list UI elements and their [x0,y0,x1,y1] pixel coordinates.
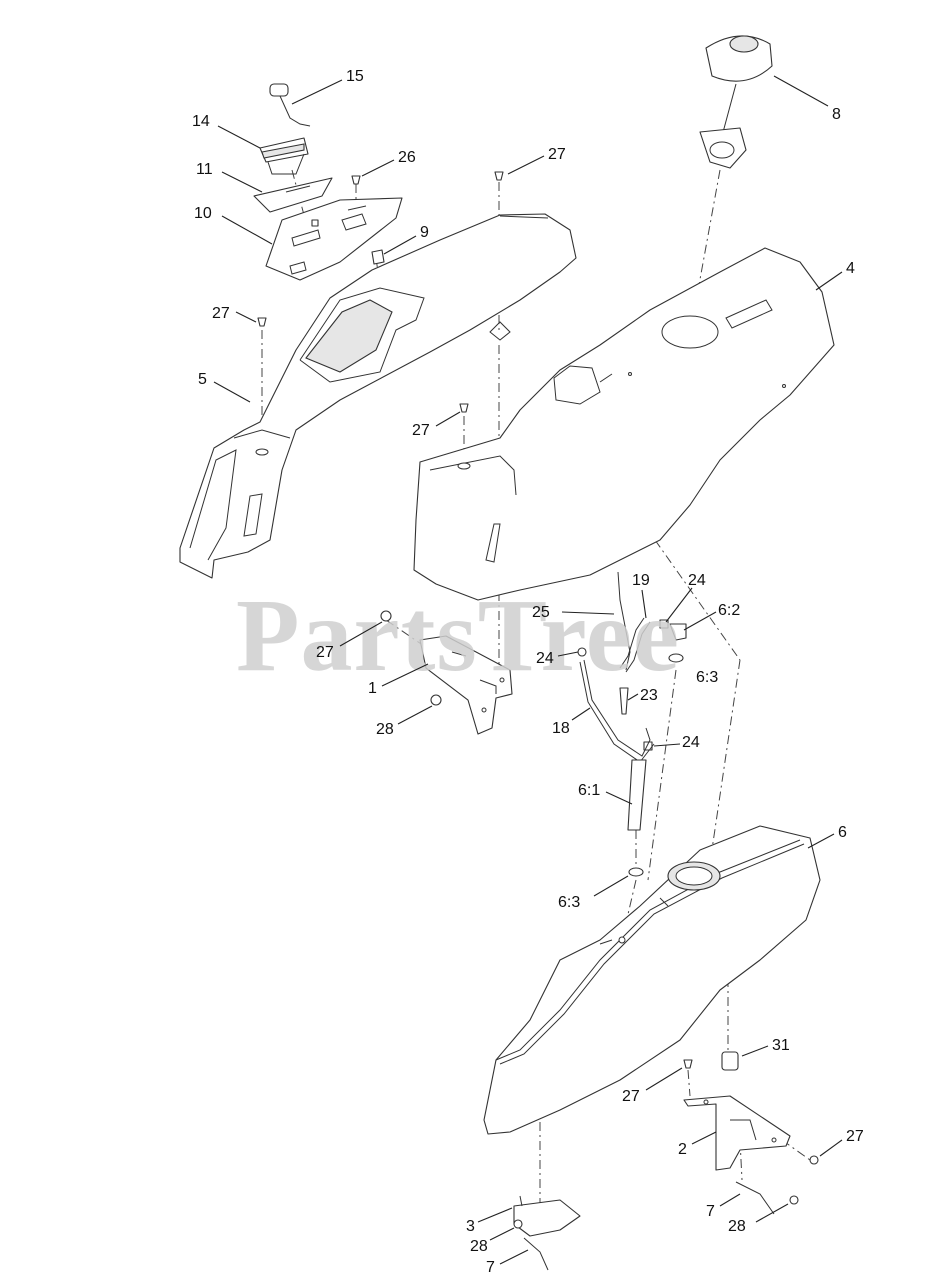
part-4-right-shroud [413,247,835,601]
callout-19: 19 [632,572,650,589]
callout-27-bracket: 27 [316,644,334,661]
part-5-left-shroud [179,213,577,579]
callout-23: 23 [640,687,658,704]
callout-24-left: 24 [536,650,554,667]
callout-25: 25 [532,604,550,621]
callout-27-right: 27 [846,1128,864,1145]
control-cluster [253,83,403,281]
callout-6: 6 [838,824,847,841]
callout-5: 5 [198,371,207,388]
callout-6-3-top: 6:3 [696,669,718,686]
callout-9: 9 [420,224,429,241]
callout-18: 18 [552,720,570,737]
callout-31: 31 [772,1037,790,1054]
callout-14: 14 [192,113,210,130]
callout-28-right: 28 [728,1218,746,1235]
part-3-bracket [513,1195,581,1271]
callout-10: 10 [194,205,212,222]
part-2-bracket [683,1051,819,1215]
callout-27-top: 27 [548,146,566,163]
part-8-fuel-cap [699,35,773,169]
callout-27-lower: 27 [622,1088,640,1105]
callout-27-left: 27 [212,305,230,322]
fuel-line-hardware [577,571,687,877]
callout-27-mid: 27 [412,422,430,439]
callout-4: 4 [846,260,855,277]
callout-6-1: 6:1 [578,782,600,799]
watermark: PartsTree [236,578,680,693]
part-6-fuel-tank [483,825,821,1135]
callouts: 15 14 11 10 26 27 9 8 4 27 5 27 19 24 25… [192,68,864,1276]
callout-28-left: 28 [470,1238,488,1255]
callout-3: 3 [466,1218,475,1235]
callout-6-2: 6:2 [718,602,740,619]
callout-15: 15 [346,68,364,85]
part-1-bracket [380,610,513,735]
screws-27-upper [257,171,504,413]
callout-24-top: 24 [688,572,706,589]
callout-6-3-bottom: 6:3 [558,894,580,911]
callout-7-left: 7 [486,1259,495,1276]
callout-11: 11 [196,161,213,178]
callout-26: 26 [398,149,416,166]
callout-28-bracket: 28 [376,721,394,738]
callout-24-bottom: 24 [682,734,700,751]
callout-7-right: 7 [706,1203,715,1220]
callout-8: 8 [832,106,841,123]
callout-2: 2 [678,1141,687,1158]
callout-1: 1 [368,680,377,697]
